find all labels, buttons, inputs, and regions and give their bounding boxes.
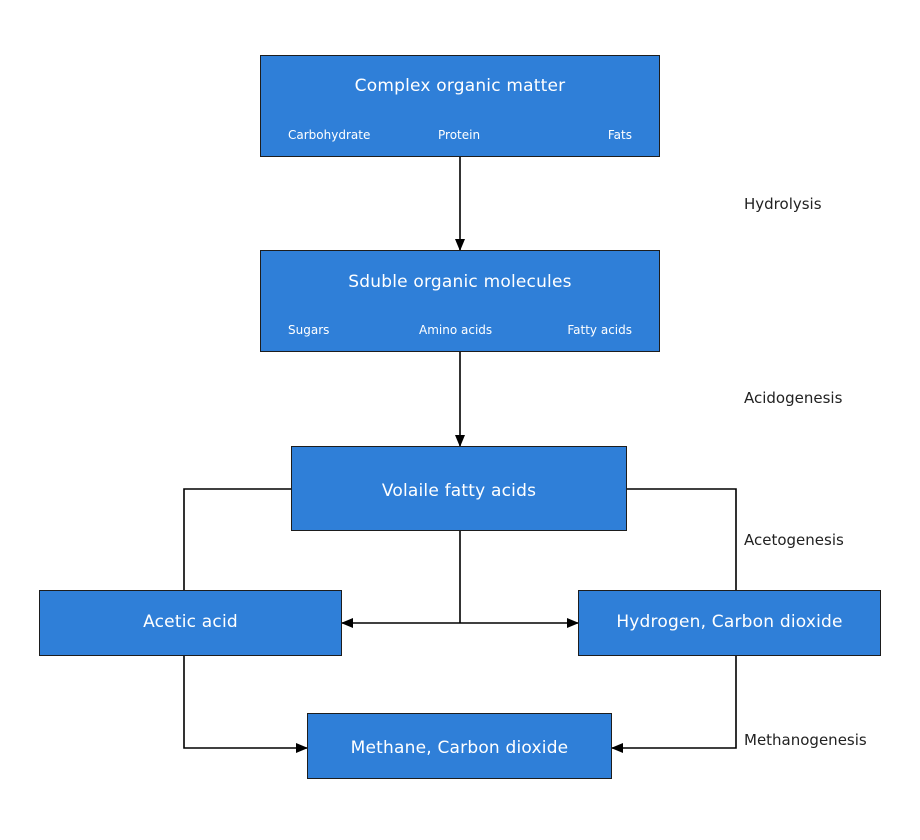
- item-sugars: Sugars: [288, 323, 330, 337]
- box-soluble-organic-molecules: Sduble organic molecules Sugars Amino ac…: [260, 250, 660, 352]
- item-fatty-acids: Fatty acids: [567, 323, 632, 337]
- box-title: Volaile fatty acids: [381, 481, 537, 501]
- stage-acetogenesis: Acetogenesis: [744, 531, 844, 549]
- arrow-acetic-to-methane: [183, 656, 308, 753]
- box-title: Methane, Carbon dioxide: [350, 738, 569, 758]
- box-title: Sduble organic molecules: [348, 272, 572, 292]
- box-complex-organic-matter: Complex organic matter Carbohydrate Prot…: [260, 55, 660, 157]
- box-title: Complex organic matter: [354, 76, 566, 96]
- box-hydrogen-carbon-dioxide: Hydrogen, Carbon dioxide: [578, 590, 881, 656]
- box-title: Acetic acid: [143, 612, 238, 632]
- box-title: Hydrogen, Carbon dioxide: [616, 612, 843, 632]
- arrow-hydrogen-to-methane: [611, 656, 737, 753]
- box-acetic-acid: Acetic acid: [39, 590, 342, 656]
- stage-hydrolysis: Hydrolysis: [744, 195, 822, 213]
- line-vfa-to-hydrogen: [627, 488, 737, 590]
- box-methane-carbon-dioxide: Methane, Carbon dioxide: [307, 713, 612, 779]
- line-vfa-to-acetic: [183, 488, 291, 590]
- item-fats: Fats: [607, 128, 632, 142]
- item-protein: Protein: [438, 128, 481, 142]
- box-volatile-fatty-acids: Volaile fatty acids: [291, 446, 627, 531]
- stage-acidogenesis: Acidogenesis: [744, 389, 843, 407]
- stage-methanogenesis: Methanogenesis: [744, 731, 867, 749]
- item-amino-acids: Amino acids: [419, 323, 493, 337]
- item-carbohydrate: Carbohydrate: [288, 128, 371, 142]
